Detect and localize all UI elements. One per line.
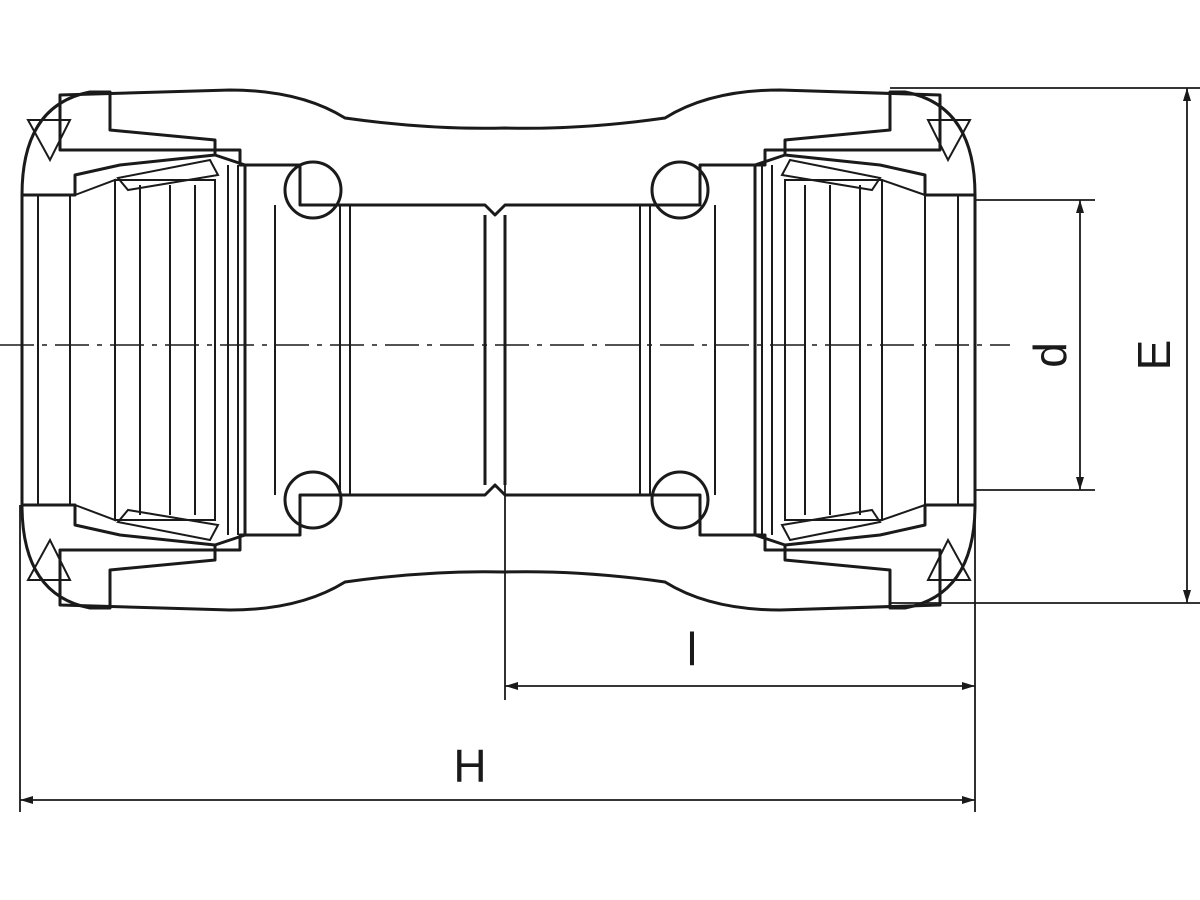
dimension-label-d: d [1024, 342, 1076, 368]
right-end-nut [783, 90, 977, 610]
o-ring-right [650, 160, 710, 530]
left-bore [20, 178, 116, 522]
dimension-label-l: l [687, 623, 697, 675]
dimension-label-h: H [453, 740, 486, 792]
left-grip-ring [114, 153, 247, 547]
dimension-d: d [975, 199, 1095, 491]
right-grip-ring [753, 153, 883, 547]
body-section-bottom [58, 483, 942, 612]
inner-bore [244, 205, 756, 495]
dimension-h: H [19, 505, 975, 812]
right-bore [881, 178, 977, 522]
o-ring-left [283, 160, 343, 530]
dimension-label-e: E [1128, 340, 1180, 371]
dimension-e: E [890, 87, 1200, 604]
dimension-l: l [504, 485, 976, 812]
body-section-top [58, 88, 942, 217]
left-end-nut [20, 90, 217, 610]
